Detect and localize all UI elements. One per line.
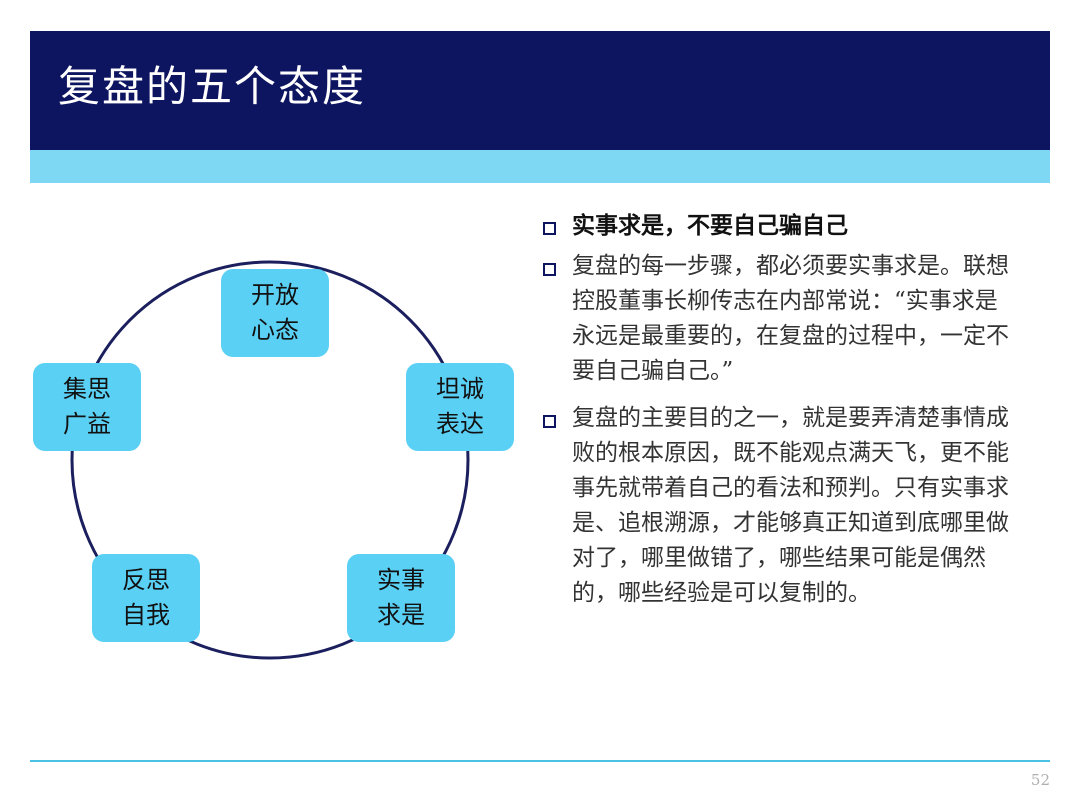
cycle-node-label: 集思 [63,375,111,403]
cycle-node-label: 坦诚 [436,375,484,403]
cycle-node-open-mind: 开放 心态 [221,269,329,357]
title-bar [30,31,1050,150]
accent-bar [30,150,1050,183]
cycle-node-label: 开放 [251,281,299,309]
slide-title: 复盘的五个态度 [58,62,367,111]
cycle-ring [70,260,470,660]
bullet-text: 复盘的每一步骤，都必须要实事求是。联想控股董事长柳传志在内部常说：“实事求是永远… [572,253,1009,384]
page-number: 52 [1030,771,1050,789]
cycle-node-seek-truth: 实事 求是 [347,554,455,642]
bullet-text: 实事求是，不要自己骗自己 [572,212,848,239]
cycle-node-label: 反思 [122,566,170,594]
cycle-node-label: 自我 [122,601,170,629]
cycle-node-self-reflection: 反思 自我 [92,554,200,642]
bullet-text: 复盘的主要目的之一，就是要弄清楚事情成败的根本原因，既不能观点满天飞，更不能事先… [572,405,1009,606]
bullet-item: 复盘的每一步骤，都必须要实事求是。联想控股董事长柳传志在内部常说：“实事求是永远… [540,249,1020,389]
cycle-node-collective-wisdom: 集思 广益 [33,363,141,451]
square-bullet-icon [543,263,556,276]
cycle-node-label: 表达 [436,410,484,438]
bullet-item: 实事求是，不要自己骗自己 [540,208,1020,243]
cycle-node-label: 实事 [377,566,425,594]
cycle-node-label: 广益 [63,410,111,438]
bullet-item: 复盘的主要目的之一，就是要弄清楚事情成败的根本原因，既不能观点满天飞，更不能事先… [540,401,1020,611]
footer-divider [30,760,1050,762]
square-bullet-icon [543,415,556,428]
cycle-node-candid-expression: 坦诚 表达 [406,363,514,451]
square-bullet-icon [543,222,556,235]
cycle-node-label: 心态 [251,316,299,344]
bullet-list: 实事求是，不要自己骗自己 复盘的每一步骤，都必须要实事求是。联想控股董事长柳传志… [540,208,1020,623]
cycle-node-label: 求是 [377,601,425,629]
